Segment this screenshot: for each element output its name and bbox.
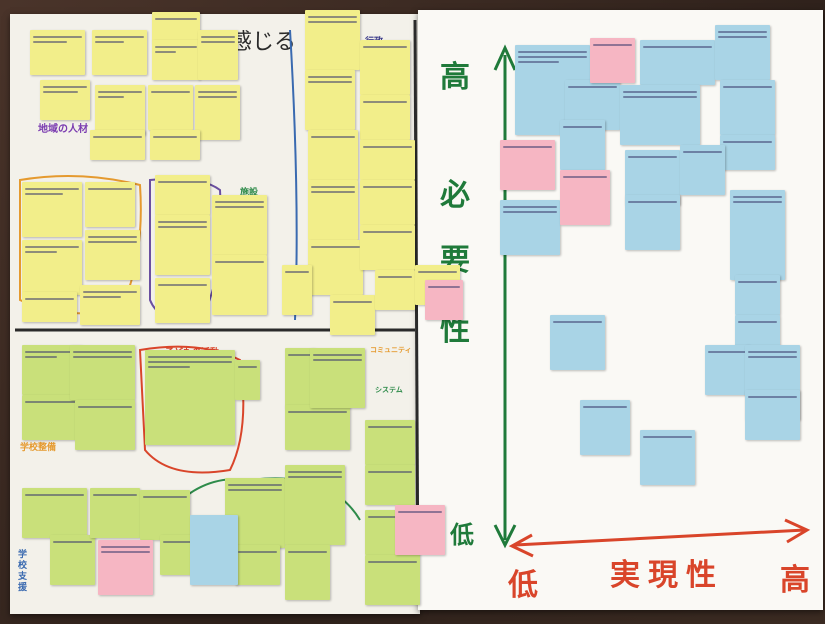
sticky-note — [155, 278, 210, 323]
horizontal-axis-arrowhead — [784, 518, 811, 544]
sticky-note — [70, 345, 135, 400]
vertical-axis-high: 高 — [440, 60, 470, 95]
sticky-note — [235, 360, 260, 400]
sticky-note — [720, 80, 775, 135]
sticky-note — [90, 130, 145, 160]
horizontal-axis-high: 高 — [780, 563, 810, 598]
sticky-note — [92, 30, 147, 75]
sticky-note — [640, 40, 715, 85]
sticky-note — [235, 545, 280, 585]
region-label-people: 地域の人材 — [38, 124, 88, 135]
sticky-note — [590, 38, 635, 83]
sticky-note — [305, 10, 360, 70]
poster-title: 感じる — [230, 30, 297, 55]
horizontal-axis — [514, 528, 806, 547]
sticky-note — [308, 180, 358, 240]
sticky-note — [360, 180, 415, 225]
sticky-note — [550, 315, 605, 370]
sticky-note — [198, 30, 238, 80]
sticky-note — [285, 405, 350, 450]
sticky-note — [308, 130, 358, 180]
sticky-note — [85, 230, 140, 280]
sticky-note — [50, 535, 95, 585]
vertical-axis-char-1: 必 — [440, 178, 470, 213]
region-label-system: システム — [375, 386, 403, 394]
sticky-note — [308, 240, 363, 295]
region-label-facility: 施設 — [240, 188, 259, 198]
sticky-note — [140, 490, 190, 540]
sticky-note — [152, 40, 200, 80]
sticky-note — [395, 505, 445, 555]
region-label-school-support: 学校支援 — [18, 550, 28, 593]
sticky-note — [22, 395, 82, 440]
sticky-note — [152, 12, 200, 42]
sticky-note — [282, 265, 312, 315]
sticky-note — [705, 345, 750, 395]
vertical-axis-arrowhead-bottom — [493, 524, 517, 549]
region-label-community: コミュニティ — [370, 346, 412, 354]
sticky-note — [190, 515, 238, 585]
sticky-note — [735, 275, 780, 315]
sticky-note — [360, 95, 410, 140]
sticky-note — [85, 182, 135, 227]
sticky-note — [30, 30, 85, 75]
sticky-note — [680, 145, 725, 195]
sticky-note — [95, 85, 145, 135]
sticky-note — [22, 488, 87, 538]
sticky-note — [715, 25, 770, 80]
sticky-note — [360, 140, 415, 180]
sticky-note — [148, 85, 193, 130]
region-label-school-maintenance: 学校整備 — [20, 443, 57, 453]
sticky-note — [22, 292, 77, 322]
sticky-note — [360, 40, 410, 95]
sticky-note — [365, 555, 420, 605]
sticky-note — [285, 465, 345, 545]
sticky-note — [375, 270, 415, 310]
region-outline-red — [138, 345, 245, 474]
sticky-note — [195, 85, 240, 140]
vertical-axis-low: 低 — [450, 520, 474, 549]
sticky-note — [285, 545, 330, 600]
sticky-note — [745, 390, 800, 440]
sticky-note — [310, 348, 365, 408]
horizontal-axis-low: 低 — [508, 568, 538, 603]
sticky-note — [425, 280, 463, 320]
sticky-note — [720, 135, 775, 170]
sticky-note — [560, 170, 610, 225]
sticky-note — [365, 465, 415, 505]
sticky-note — [625, 195, 680, 250]
vertical-axis-arrowhead — [493, 44, 517, 71]
sticky-note — [22, 240, 82, 295]
horizontal-axis-arrowhead-left — [508, 533, 534, 558]
sticky-note — [730, 190, 785, 280]
sticky-note — [560, 120, 605, 170]
sticky-note — [150, 130, 200, 160]
sticky-note — [212, 195, 267, 255]
sticky-note — [145, 350, 235, 445]
divider-vertical — [413, 19, 420, 601]
sticky-note — [80, 285, 140, 325]
sticky-note — [155, 175, 210, 215]
sticky-note — [155, 215, 210, 275]
sticky-note — [640, 430, 695, 485]
sticky-note — [360, 225, 415, 270]
sticky-note — [500, 200, 560, 255]
sticky-note — [40, 80, 90, 120]
sticky-note — [98, 540, 153, 595]
sticky-note — [305, 70, 355, 130]
horizontal-axis-label: 実現性 — [610, 558, 724, 593]
sticky-note — [580, 400, 630, 455]
sticky-note — [75, 400, 135, 450]
sticky-note — [365, 420, 415, 465]
sticky-note — [620, 85, 700, 145]
sticky-note — [90, 488, 140, 538]
sticky-note — [212, 255, 267, 315]
sticky-note — [500, 140, 555, 190]
sticky-note — [330, 295, 375, 335]
sticky-note — [22, 182, 82, 237]
